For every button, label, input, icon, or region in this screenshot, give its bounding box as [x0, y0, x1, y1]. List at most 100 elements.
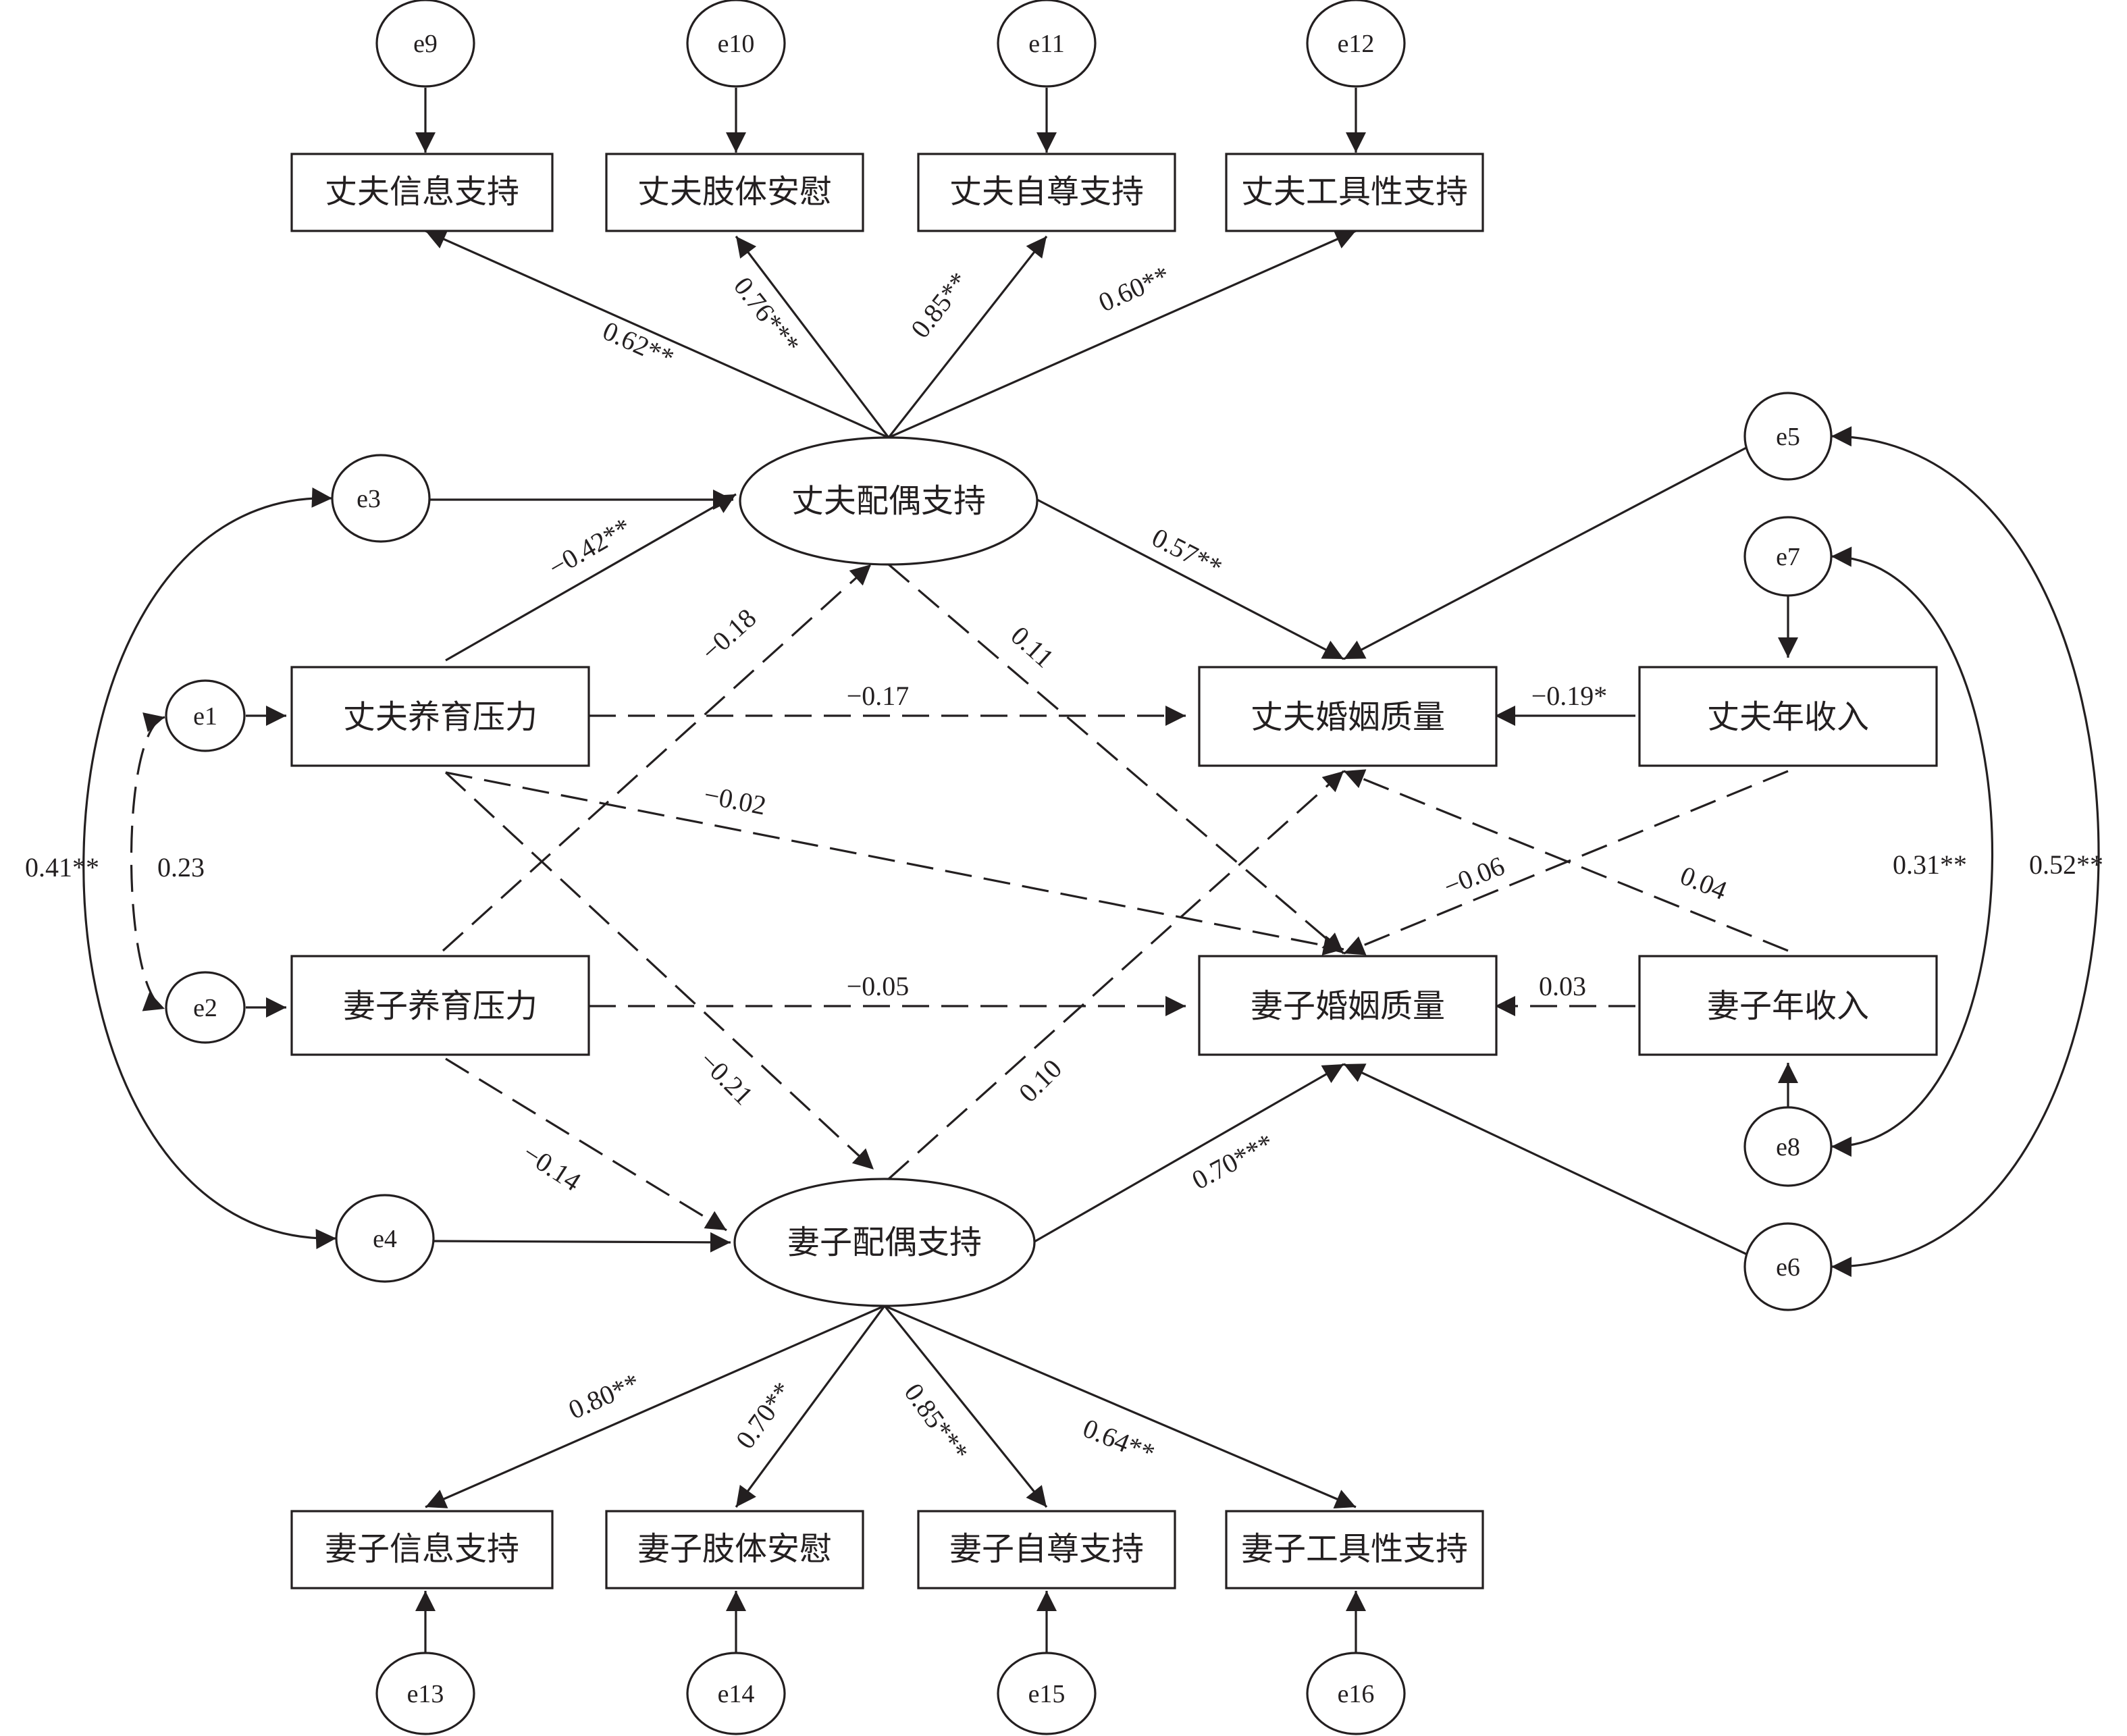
error-e8 [1743, 1106, 1833, 1187]
error-e3 [331, 454, 431, 543]
arrow-hstress-wsup [444, 771, 875, 1171]
error-e10 [686, 0, 786, 88]
label-wife-marital-quality: 妻子婚姻质量 [1251, 989, 1445, 1024]
error-e11 [997, 0, 1097, 88]
coef-e3-e4: 0.41** [25, 852, 99, 883]
coef-e5-e6: 0.52** [2029, 849, 2103, 880]
box-wife-body-comfort [605, 1510, 864, 1589]
arrow-hsup-hesteem [887, 236, 1048, 438]
arrow-wsup-winstr [884, 1305, 1357, 1509]
label-wife-parenting-stress: 妻子养育压力 [343, 989, 537, 1024]
arrow-wstress-hsup [442, 563, 872, 952]
error-e12 [1306, 0, 1406, 88]
cov-e7-e8 [1831, 546, 1993, 1157]
label-husband-income: 丈夫年收入 [1707, 700, 1869, 735]
box-wife-esteem-support [917, 1510, 1176, 1589]
box-husband-info-support [290, 153, 554, 232]
error-e1 [165, 679, 246, 752]
error-terms: e9 e10 e11 e12 e3 e1 e2 e4 e5 e7 e8 e6 e… [165, 0, 1833, 1735]
error-e4-label: e4 [373, 1225, 397, 1253]
coef-wsup-wmar: 0.70*** [1187, 1128, 1279, 1196]
error-e15-label: e15 [1028, 1680, 1066, 1708]
nodes: 丈夫信息支持 丈夫肢体安慰 丈夫自尊支持 丈夫工具性支持 丈夫配偶支持 妻子配偶… [290, 153, 1938, 1589]
error-e14-label: e14 [718, 1680, 755, 1708]
coef-e1-e2: 0.23 [157, 852, 205, 883]
coef-hsup-wmar: 0.11 [1005, 620, 1060, 673]
error-e5 [1743, 392, 1833, 481]
coef-hstress-wmar: −0.02 [702, 779, 768, 821]
arrow-hsup-hinstr [888, 230, 1357, 439]
error-e16-label: e16 [1338, 1680, 1375, 1708]
coef-wstress-wsup: −0.14 [517, 1138, 586, 1197]
coef-hinc-wmar: −0.06 [1440, 850, 1509, 901]
arrow-hsup-hmar [1036, 498, 1344, 660]
label-wife-income: 妻子年收入 [1707, 989, 1869, 1024]
label-wife-esteem-support: 妻子自尊支持 [949, 1531, 1144, 1567]
coef-hsup-hbody: 0.76*** [728, 271, 806, 359]
coef-wsup-winstr: 0.64** [1079, 1413, 1159, 1469]
box-wife-marital-quality [1198, 955, 1498, 1056]
box-husband-body-comfort [605, 153, 864, 232]
box-husband-income [1638, 666, 1938, 767]
coef-winc-wmar: 0.03 [1539, 971, 1586, 1001]
label-husband-instrumental-support: 丈夫工具性支持 [1241, 174, 1468, 210]
coef-wsup-wbody: 0.70** [730, 1376, 798, 1454]
error-e7-label: e7 [1776, 543, 1800, 571]
error-e6 [1743, 1222, 1833, 1311]
coef-hsup-hinstr: 0.60** [1094, 260, 1174, 318]
arrow-hstress-wmar [445, 771, 1344, 955]
error-e9-label: e9 [413, 30, 438, 58]
label-husband-parenting-stress: 丈夫养育压力 [343, 700, 537, 735]
coef-wsup-westeem: 0.85*** [899, 1377, 975, 1467]
box-wife-income [1638, 955, 1938, 1056]
label-husband-marital-quality: 丈夫婚姻质量 [1251, 700, 1445, 735]
error-e5-label: e5 [1776, 423, 1800, 451]
coef-hstress-hmar: −0.17 [847, 681, 910, 711]
error-e2-label: e2 [193, 994, 217, 1022]
arrow-wstress-wsup [445, 1057, 727, 1232]
arrow-wsup-westeem [883, 1305, 1048, 1508]
label-wife-body-comfort: 妻子肢体安慰 [637, 1531, 832, 1567]
paths [82, 88, 2100, 1653]
error-e4 [335, 1194, 435, 1283]
ellipse-wife-spousal-support [733, 1178, 1036, 1307]
error-e6-label: e6 [1776, 1253, 1800, 1282]
label-husband-info-support: 丈夫信息支持 [325, 174, 519, 210]
coef-wstress-hsup: −0.18 [695, 602, 762, 666]
label-wife-spousal-support: 妻子配偶支持 [787, 1225, 982, 1261]
error-e7 [1743, 516, 1833, 597]
box-wife-info-support [290, 1510, 554, 1589]
arrow-wsup-wmar [1032, 1063, 1344, 1244]
error-e10-label: e10 [718, 30, 755, 58]
error-e15 [997, 1652, 1097, 1735]
arrow-hsup-hinfo [425, 230, 889, 439]
box-husband-marital-quality [1198, 666, 1498, 767]
arrow-hstress-hsup [445, 493, 737, 662]
coef-hinc-hmar: −0.19* [1531, 681, 1608, 711]
arrow-e6-wmar [1343, 1063, 1751, 1257]
arrow-e4-wsup [433, 1232, 731, 1253]
arrow-winc-hmar [1343, 769, 1789, 952]
label-wife-instrumental-support: 妻子工具性支持 [1241, 1531, 1468, 1567]
arrow-wsup-hmar [887, 770, 1345, 1180]
ellipse-husband-spousal-support [739, 436, 1039, 566]
coef-hstress-hsup: −0.42** [544, 512, 636, 583]
error-e2 [165, 971, 246, 1044]
coef-wstress-wmar: −0.05 [847, 971, 910, 1001]
coef-hsup-hesteem: 0.85** [905, 266, 974, 343]
error-e12-label: e12 [1338, 30, 1375, 58]
label-husband-body-comfort: 丈夫肢体安慰 [637, 174, 832, 210]
error-e1-label: e1 [193, 702, 217, 731]
coef-hsup-hinfo: 0.62** [598, 315, 679, 373]
box-wife-parenting-stress [290, 955, 590, 1056]
arrow-e5-hmar [1343, 444, 1751, 660]
coef-e7-e8: 0.31** [1893, 849, 1967, 880]
arrow-hinc-wmar [1343, 770, 1789, 955]
label-wife-info-support: 妻子信息支持 [325, 1531, 519, 1567]
error-e3-label: e3 [357, 485, 381, 513]
arrow-wsup-winfo [425, 1305, 885, 1508]
error-e9 [375, 0, 475, 88]
error-e8-label: e8 [1776, 1133, 1800, 1161]
error-e13-label: e13 [407, 1680, 444, 1708]
